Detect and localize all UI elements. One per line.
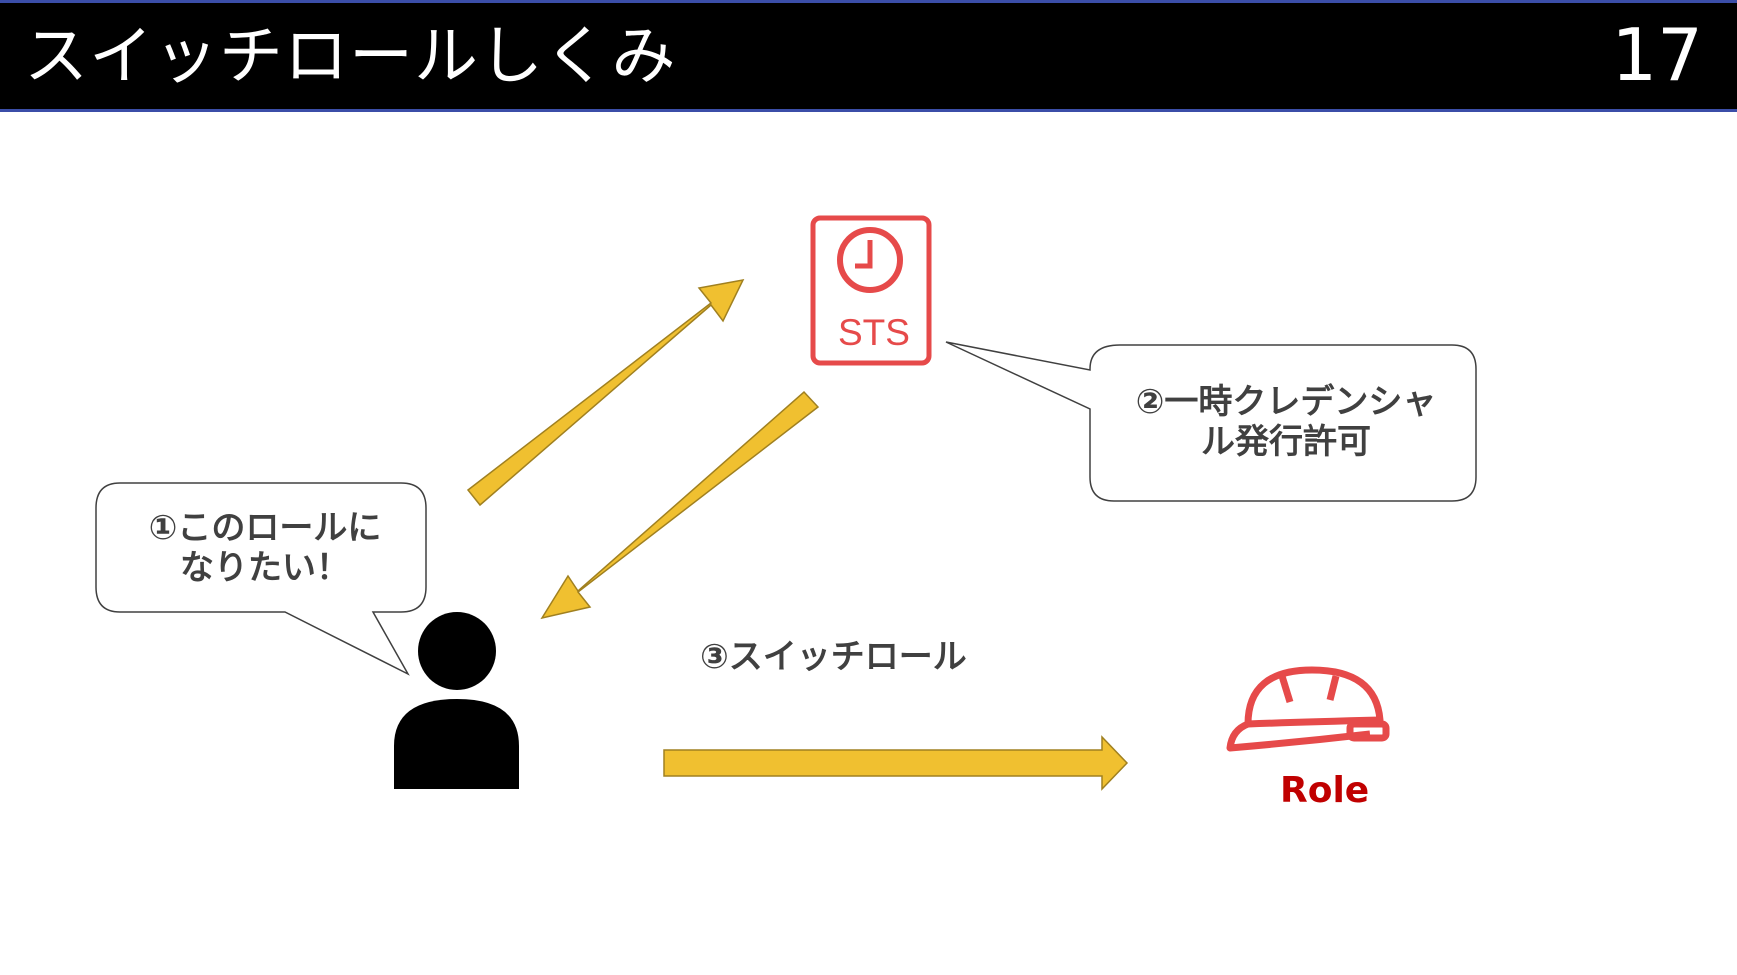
bubble-user-line2: なりたい！ [180,548,350,588]
bubble-user-line1: ①このロールに [148,508,382,548]
speech-bubble-user [95,482,427,676]
speech-bubble-sts [945,341,1477,502]
person-icon [394,612,519,789]
bubble-user-text: ①このロールに なりたい！ [110,508,420,588]
arrow-switch-role [663,735,1129,791]
sts-icon [810,215,932,366]
page-number: 17 [1611,13,1703,97]
hard-hat-icon [1226,666,1390,752]
step3-label: ③スイッチロール [700,637,967,677]
slide-header: スイッチロールしくみ 17 [0,0,1737,112]
arrow-credentials-to-user [540,390,820,620]
arrow-request-to-sts [466,278,745,507]
slide-title: スイッチロールしくみ [24,20,677,94]
bubble-sts-line1: ②一時クレデンシャ [1135,382,1437,422]
sts-label: STS [838,312,910,353]
bubble-sts-text: ②一時クレデンシャ ル発行許可 [1108,382,1464,462]
role-label: Role [1280,770,1370,811]
bubble-sts-line2: ル発行許可 [1201,422,1371,462]
